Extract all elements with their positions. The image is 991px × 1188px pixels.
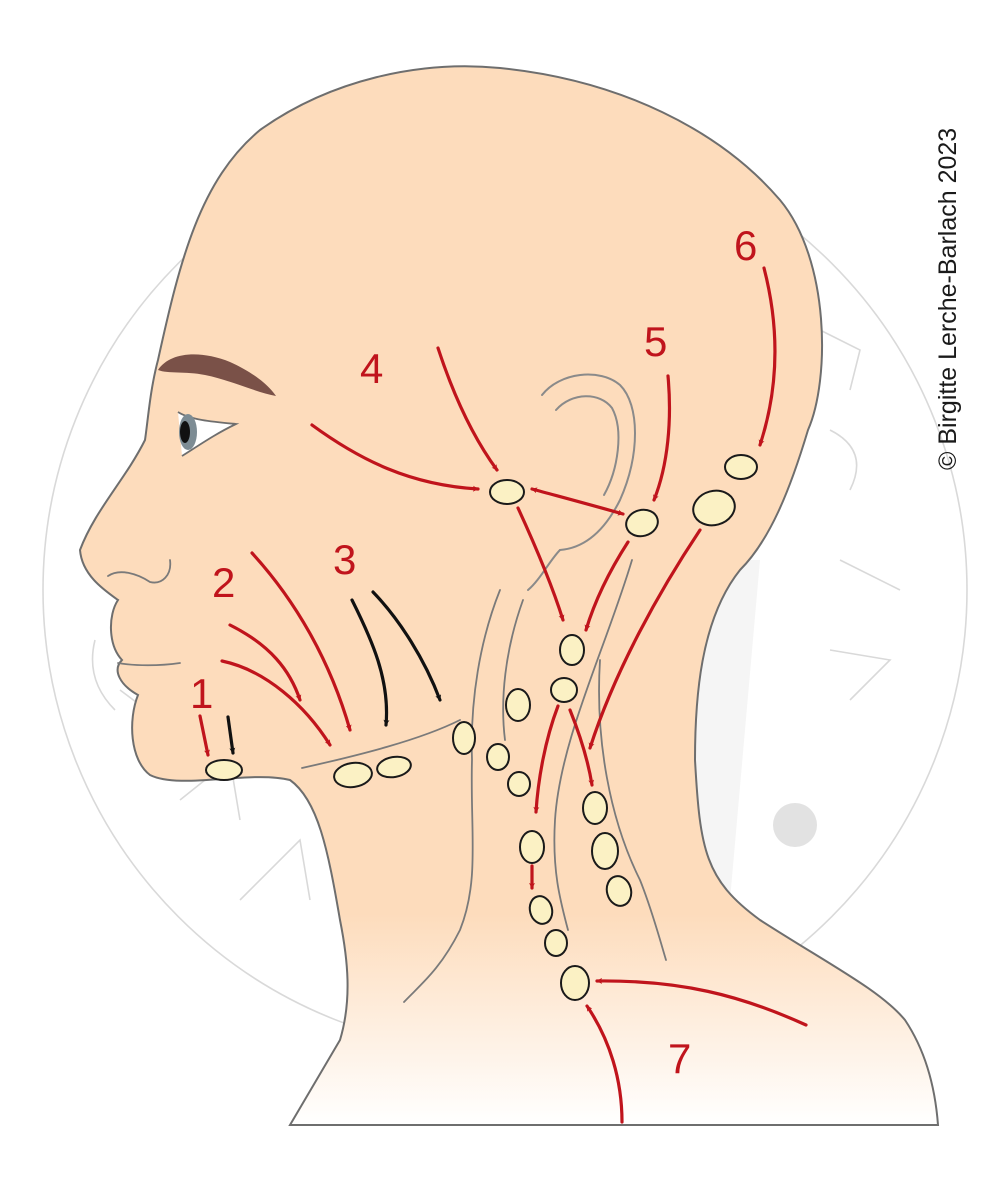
neck-muscle-mid (502, 599, 524, 741)
lymph-node (205, 759, 243, 781)
arrow-2b (220, 659, 332, 747)
lymph-node (559, 634, 585, 666)
eye (177, 411, 240, 457)
lymph-node (452, 721, 476, 755)
arrow-7b (585, 1004, 624, 1124)
arrow-node-to-neck-a (516, 506, 565, 622)
lymph-node (507, 771, 531, 797)
region-labels: 1 2 3 4 5 6 7 (190, 222, 757, 1082)
lip-line (117, 662, 181, 667)
arrow-4a (310, 423, 480, 492)
arrow-1-red (198, 714, 210, 757)
eyebrow (158, 354, 276, 396)
lymph-node (505, 688, 531, 722)
arrow-4b (436, 346, 499, 472)
lymph-node (528, 895, 554, 925)
arrow-node-to-neck-b (584, 540, 630, 632)
arrow-2a (228, 623, 302, 702)
lymph-node (582, 791, 608, 825)
lymph-node (625, 508, 659, 538)
lymph-node (544, 929, 568, 957)
lymph-nodes (205, 454, 758, 1001)
lymph-node (486, 743, 510, 771)
lymph-node (376, 755, 412, 779)
arrow-neck-chain-a (533, 704, 560, 814)
arrow-2c (250, 551, 352, 732)
lymph-node (333, 761, 373, 789)
label-6: 6 (734, 222, 757, 269)
arrow-neck-chain-b (568, 708, 595, 787)
neck-muscle-right (553, 559, 633, 931)
lymph-node (519, 830, 545, 864)
jaw-line (301, 719, 461, 769)
lymph-node (550, 677, 578, 703)
lymph-node (489, 479, 525, 505)
label-2: 2 (212, 559, 235, 606)
arrow-4-5-link (530, 487, 625, 516)
nostril (107, 559, 172, 584)
label-5: 5 (644, 318, 667, 365)
arrow-5 (652, 374, 672, 502)
head-silhouette (78, 65, 940, 1126)
red-arrows (198, 266, 808, 1124)
label-7: 7 (668, 1035, 691, 1082)
lymph-node (560, 965, 590, 1001)
copyright-credit: © Birgitte Lerche-Barlach 2023 (934, 128, 962, 470)
label-1: 1 (190, 670, 213, 717)
arrow-1-black (226, 715, 236, 755)
lymph-node (591, 832, 619, 870)
black-arrows (226, 590, 442, 755)
lymph-node (724, 454, 758, 480)
arrow-occipital-to-neck (588, 528, 702, 750)
lymph-node (692, 489, 736, 527)
arrow-6 (758, 266, 777, 447)
neck-muscle-left (403, 589, 501, 1003)
lymph-node (605, 875, 633, 907)
arrow-3a (350, 598, 390, 727)
label-4: 4 (360, 345, 383, 392)
arrow-3b (371, 590, 442, 702)
label-3: 3 (333, 536, 356, 583)
arrow-7a (595, 977, 808, 1027)
